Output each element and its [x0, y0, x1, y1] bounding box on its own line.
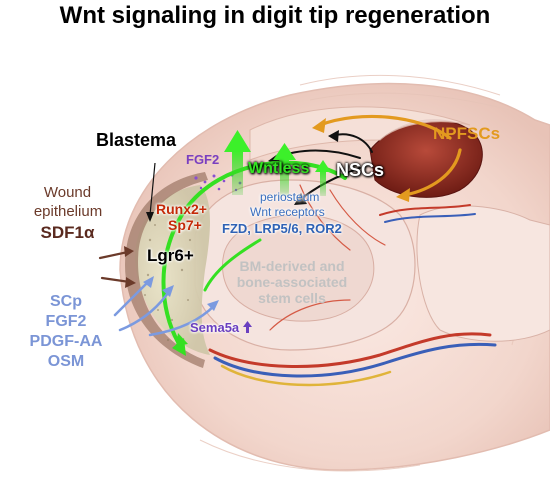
label-periosteum: periosteum: [260, 190, 320, 204]
nsc-arrowhead-b: [294, 193, 307, 205]
scp-arrowhead-c: [207, 300, 219, 311]
label-sdf1a: SDF1α: [40, 223, 95, 242]
label-pdgf: PDGF-AA: [29, 333, 103, 350]
npfscs-arrowhead-b: [396, 188, 410, 202]
label-runx2: Runx2+: [156, 201, 207, 217]
label-bm-line2: bone-associated: [236, 274, 348, 290]
label-receptor-list: FZD, LRP5/6, ROR2: [222, 221, 342, 236]
label-blastema: Blastema: [96, 130, 177, 150]
label-lgr6: Lgr6+: [147, 246, 194, 265]
label-fgf2-top: FGF2: [186, 152, 220, 167]
page-title: Wnt signaling in digit tip regeneration: [59, 2, 491, 29]
label-sp7: Sp7+: [168, 217, 202, 233]
label-wound: Wound: [43, 184, 92, 201]
nsc-arrowhead-c: [328, 130, 339, 142]
wnt-green-arc: [161, 160, 347, 344]
label-bm-line3: stem cells: [258, 290, 326, 306]
label-osm: OSM: [47, 353, 85, 370]
sema5a-text: Sema5a: [190, 320, 240, 335]
distal-joint: [416, 205, 550, 342]
npfscs-arrowhead-a: [312, 118, 326, 133]
label-bm-line1: BM-derived and: [239, 258, 345, 274]
wnt-green-inner: [203, 238, 262, 292]
label-nscs: NSCs: [336, 160, 385, 180]
sdf1a-arrowhead-a: [124, 246, 134, 257]
blastema-region: [135, 185, 210, 355]
label-scp: SCp: [50, 293, 82, 310]
scp-arrowhead-b: [162, 285, 174, 297]
scp-arrowhead-a: [143, 276, 154, 288]
vessels: [208, 184, 497, 387]
blastema-pointer: [149, 162, 156, 216]
sdf1a-arrowhead-b: [125, 277, 136, 288]
sdf1a-arrows: [98, 250, 132, 284]
label-npfscs: NPFSCs: [433, 124, 501, 143]
label-wntless: Wntless: [248, 160, 310, 177]
sema5a-pointer: [176, 333, 188, 346]
wound-epithelium: [125, 172, 208, 368]
blastema-stipple: [144, 209, 197, 342]
label-sema5a: Sema5a: [190, 320, 252, 335]
blastema-pointer-head: [146, 212, 154, 222]
label-epithelium: epithelium: [33, 203, 103, 220]
label-wnt-receptors: Wnt receptors: [250, 205, 325, 219]
label-fgf2-left: FGF2: [45, 313, 87, 330]
up-arrow-icon: [242, 321, 252, 333]
npfscs-arrow: [318, 114, 462, 197]
green-up-arrows: [224, 130, 331, 196]
